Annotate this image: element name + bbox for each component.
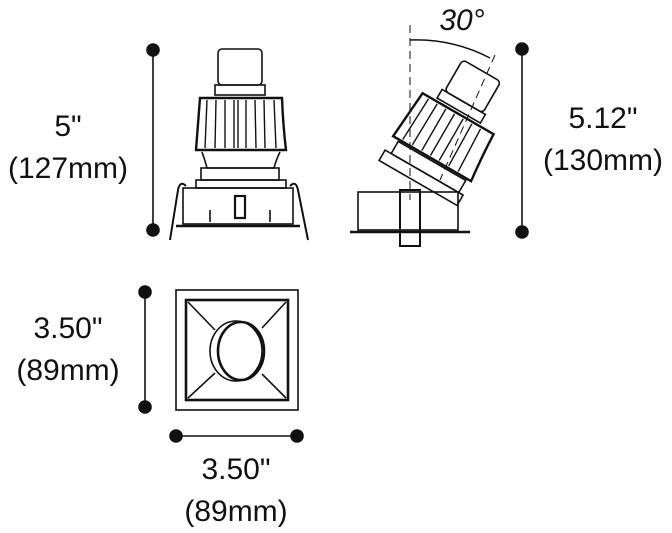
front-height-dimension [146,43,160,237]
front-view-fixture [169,48,309,241]
square-height-inches: 3.50" [33,312,103,345]
square-height-dimension [138,285,152,414]
square-width-inches: 3.50" [201,453,271,486]
front-height-mm: (127mm) [7,152,129,185]
tilted-height-inches: 5.12" [568,102,638,135]
tilted-height-dimension [515,42,529,239]
square-height-mm: (89mm) [16,354,120,387]
square-width-mm: (89mm) [184,495,288,528]
tilted-view-fixture [350,25,501,247]
tilt-angle-label: 30° [439,4,485,37]
front-height-inches: 5" [54,110,82,143]
tilted-height-mm: (130mm) [542,144,664,177]
square-width-dimension [169,429,304,443]
bottom-view-fixture [175,289,299,411]
